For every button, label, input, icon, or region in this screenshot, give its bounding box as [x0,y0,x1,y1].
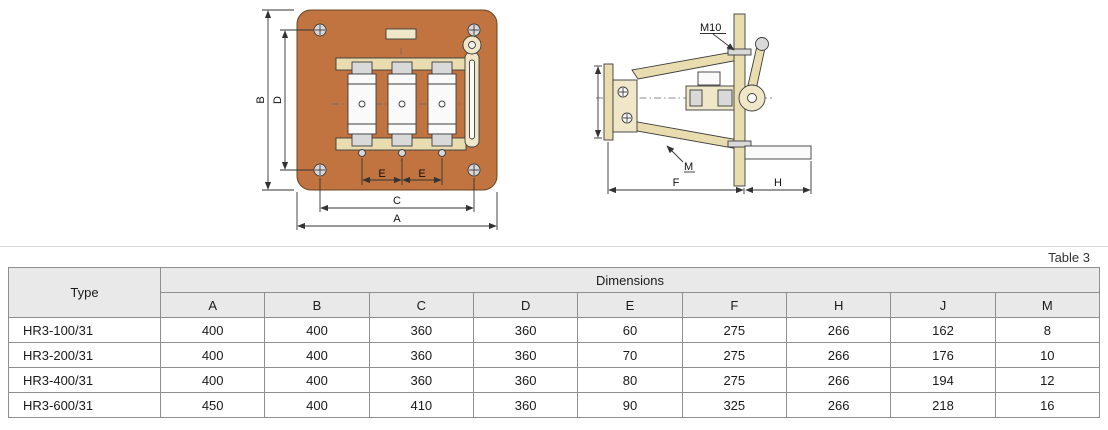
type-column-header: Type [8,267,161,318]
dimension-value-cell: 360 [368,317,474,343]
dimension-value-cell: 218 [890,392,996,418]
label-m: M [684,161,693,173]
lever-knob [755,37,769,51]
column-header-f: F [681,292,787,318]
plate-bolt [727,140,752,148]
section-divider [0,246,1108,247]
dimension-value-cell: 400 [264,367,370,393]
dimension-value-cell: 8 [994,317,1101,343]
dimension-b: B [255,9,294,191]
column-header-d: D [472,292,579,318]
contact-detail [697,71,721,86]
table-header-row-1: Type Dimensions [8,267,1100,318]
callout-m10: M10 [700,22,735,51]
left-bar [603,63,614,141]
label-m10: M10 [700,22,721,34]
dimension-value-cell: 10 [994,342,1101,368]
dimension-value-cell: 60 [577,317,683,343]
dimension-value-cell: 400 [159,367,266,393]
dimension-value-cell: 400 [264,392,370,418]
column-header-m: M [994,292,1101,318]
dimension-value-cell: 90 [577,392,683,418]
dimension-value-cell: 266 [785,317,892,343]
nameplate [385,28,417,40]
operating-handle [462,35,482,148]
fuse-unit [427,61,457,157]
dimension-e: E E [361,158,443,185]
dimension-value-cell: 410 [368,392,474,418]
column-header-c: C [368,292,474,318]
dimension-value-cell: 360 [472,367,579,393]
dim-label-d: D [272,96,284,104]
dimension-value-cell: 325 [681,392,787,418]
dim-label-h: H [774,177,782,189]
upper-strut [631,49,745,80]
side-view-drawing: M10 M F [594,13,812,194]
dimension-h: H [745,161,812,194]
dimension-value-cell: 12 [994,367,1101,393]
dimension-value-cell: 275 [681,317,787,343]
column-header-j: J [890,292,996,318]
dimension-value-cell: 400 [159,317,266,343]
dimension-value-cell: 360 [368,367,474,393]
dimension-value-cell: 266 [785,392,892,418]
column-header-b: B [264,292,370,318]
dimension-value-cell: 360 [472,317,579,343]
callout-m: M [666,145,695,173]
dimension-value-cell: 80 [577,367,683,393]
dim-label-f: F [673,177,680,189]
left-vertical-dimension [594,65,602,139]
row-type-cell: HR3-400/31 [8,367,161,393]
column-header-a: A [159,292,266,318]
dimension-value-cell: 162 [890,317,996,343]
dimension-value-cell: 266 [785,342,892,368]
dimension-value-cell: 266 [785,367,892,393]
dimension-value-cell: 400 [264,342,370,368]
dimension-value-cell: 450 [159,392,266,418]
dimensions-group-header: Dimensions [160,267,1100,293]
fuse-unit [387,61,417,157]
dimension-value-cell: 70 [577,342,683,368]
dimension-value-cell: 275 [681,342,787,368]
dim-label-e-left: E [378,168,385,180]
dimension-value-cell: 360 [472,342,579,368]
dim-label-b: B [255,96,267,103]
row-type-cell: HR3-200/31 [8,342,161,368]
dimension-d: D [272,29,314,171]
row-type-cell: HR3-600/31 [8,392,161,418]
column-header-e: E [577,292,683,318]
dimensions-table: Type Dimensions A B C D E F H J M HR3-10… [8,267,1101,418]
dimension-value-cell: 400 [159,342,266,368]
dimension-value-cell: 360 [472,392,579,418]
dimension-value-cell: 360 [368,342,474,368]
dimension-a: A [296,192,498,230]
lower-strut [631,120,745,151]
dim-label-e-right: E [418,168,425,180]
column-header-h: H [785,292,892,318]
table-header-row-2: A B C D E F H J M [9,292,1101,318]
dimension-f: F [607,142,745,194]
dimension-value-cell: 176 [890,342,996,368]
dimension-value-cell: 400 [264,317,370,343]
row-type-cell: HR3-100/31 [8,317,161,343]
dim-label-a: A [393,213,401,225]
front-view-drawing: B D E E [255,9,498,230]
dimension-value-cell: 275 [681,367,787,393]
dim-label-c: C [393,195,401,207]
corner-screws [313,23,481,177]
step-bracket [744,145,812,160]
technical-drawings: B D E E [255,9,812,230]
fuse-unit [347,61,377,157]
dimensions-table-wrapper: Type Dimensions A B C D E F H J M HR3-10… [8,267,1101,418]
dimension-c: C [319,178,475,212]
dimension-value-cell: 194 [890,367,996,393]
dimension-value-cell: 16 [994,392,1101,418]
plate-bolt [727,48,752,56]
table-caption: Table 3 [1048,250,1090,265]
